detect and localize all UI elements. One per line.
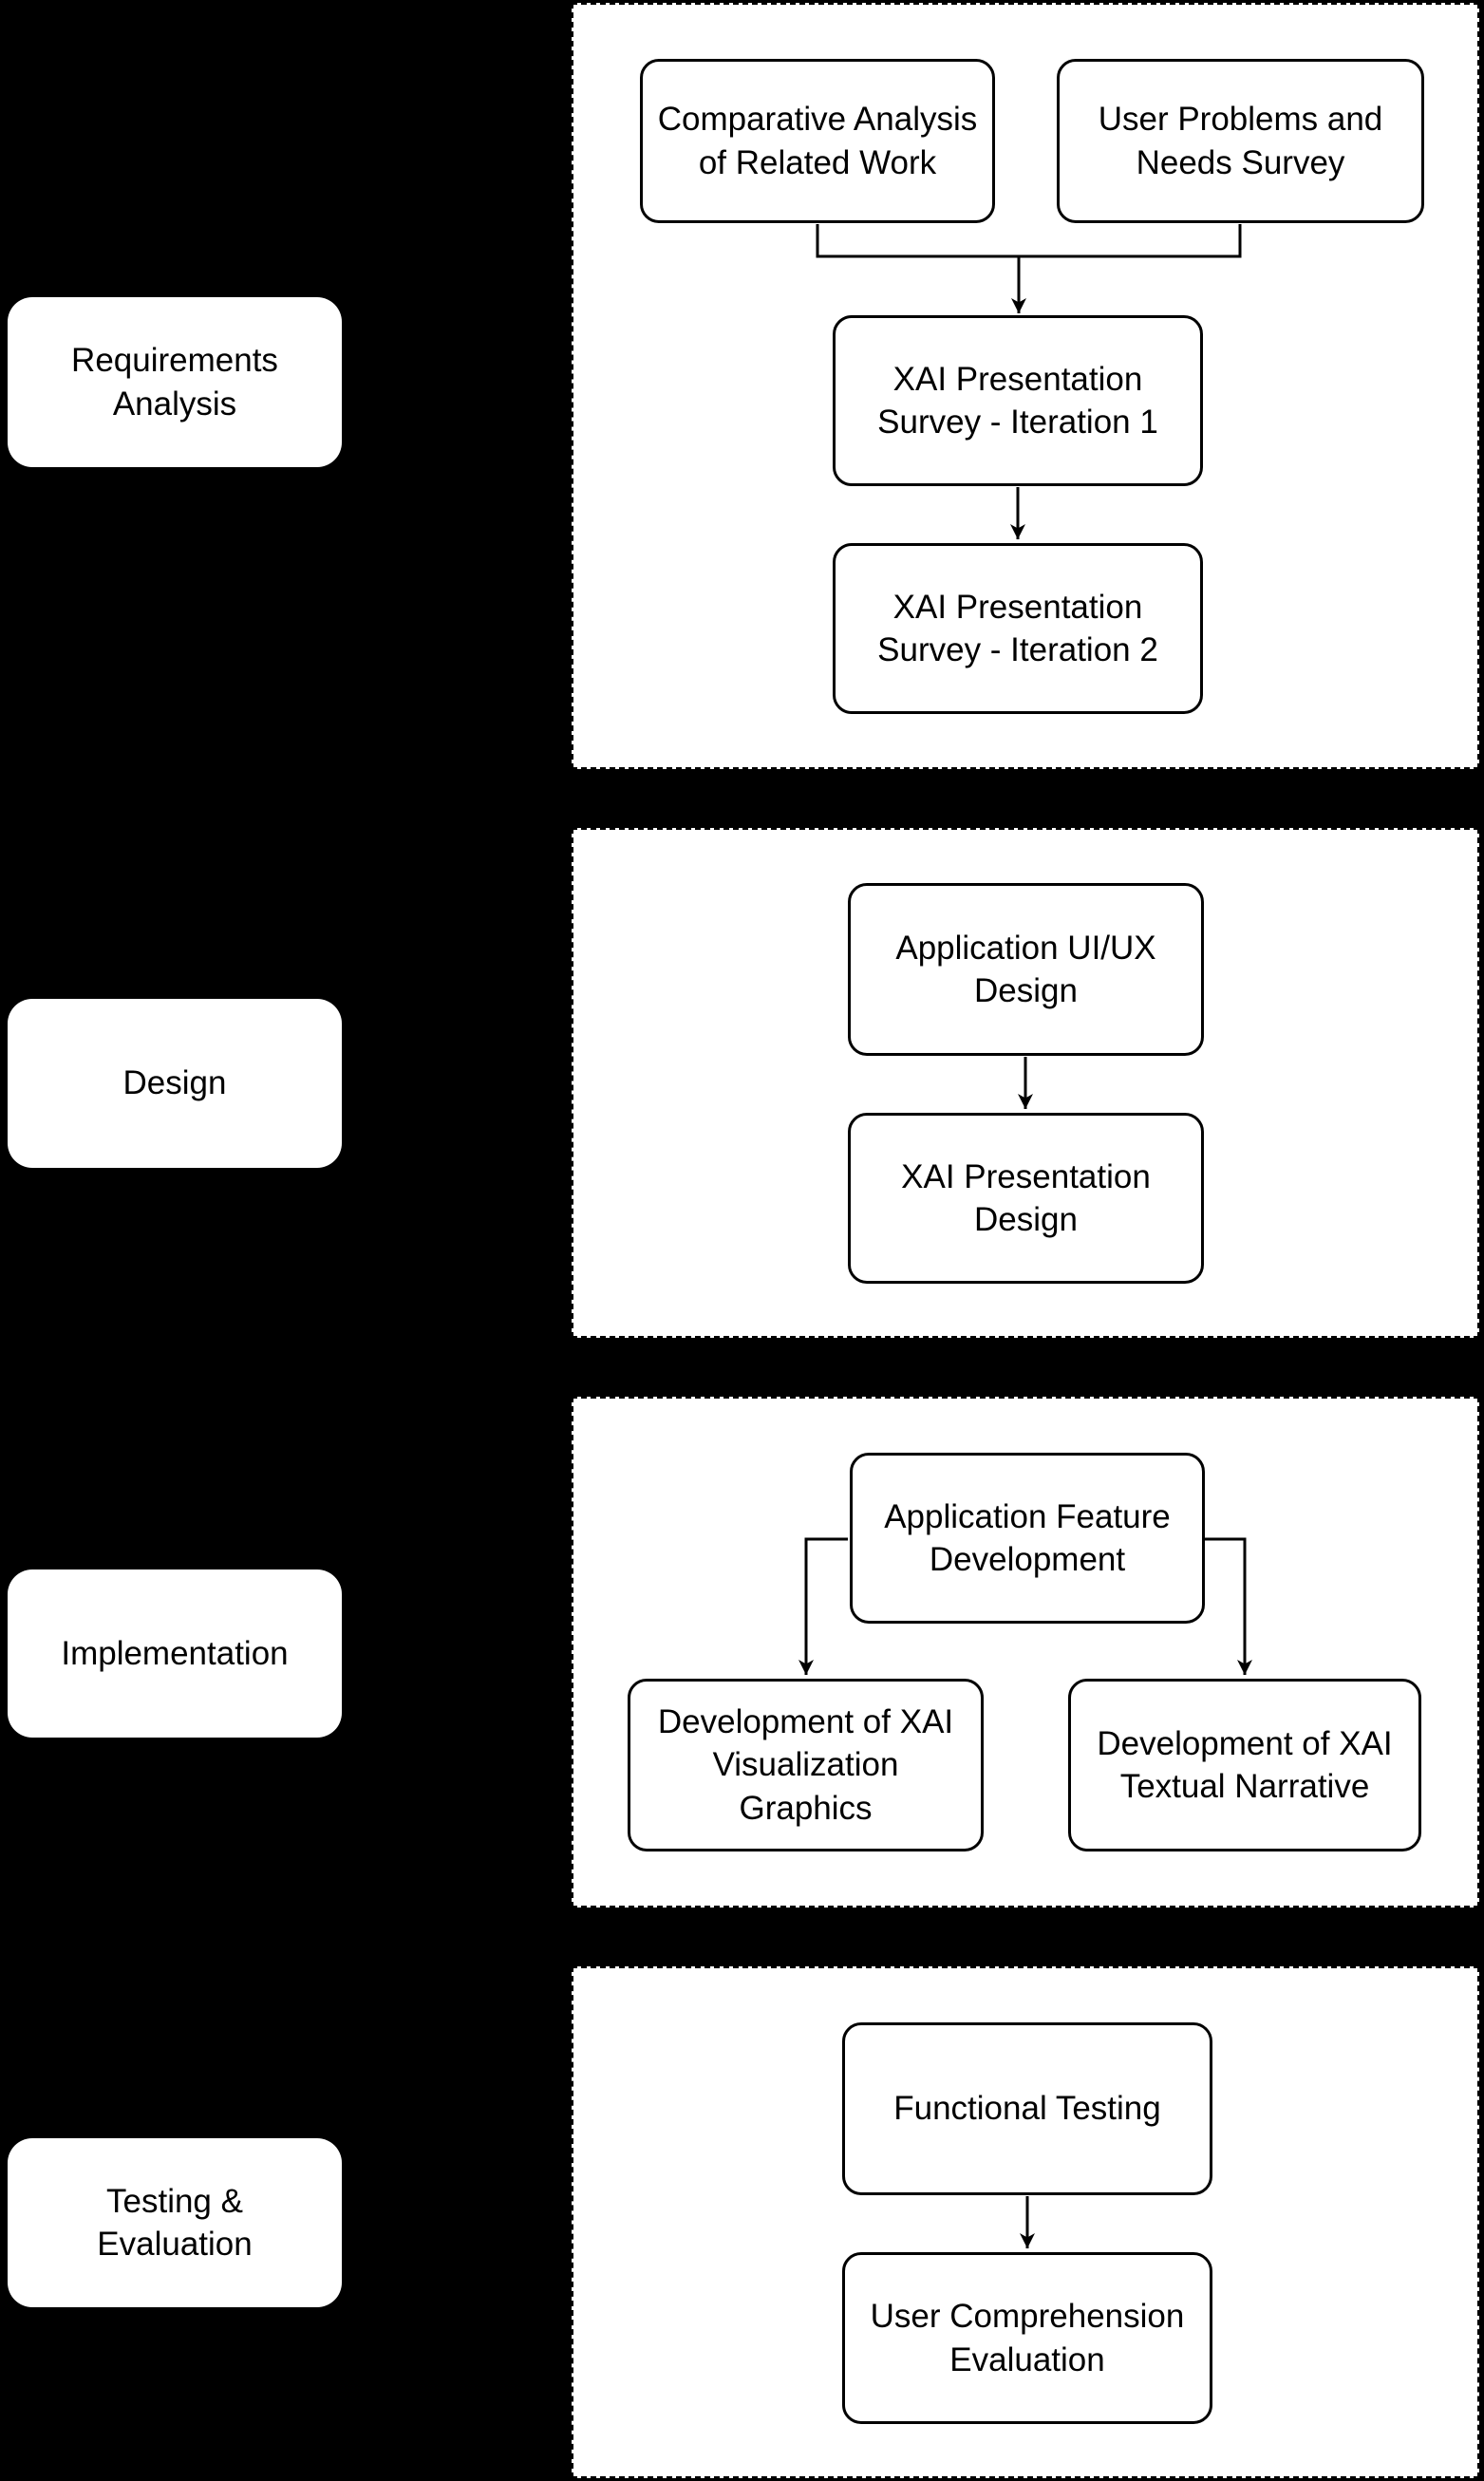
- phase-label-design: Design: [8, 999, 342, 1168]
- node-comparative-analysis: Comparative Analysis of Related Work: [640, 59, 995, 223]
- node-development-xai-visualization: Development of XAI Visualization Graphic…: [628, 1679, 984, 1851]
- node-functional-testing: Functional Testing: [842, 2022, 1212, 2195]
- phase-label-implementation: Implementation: [8, 1569, 342, 1738]
- node-development-xai-textual: Development of XAI Textual Narrative: [1068, 1679, 1421, 1851]
- phase-label-requirements: Requirements Analysis: [8, 297, 342, 467]
- node-application-feature-development: Application Feature Development: [850, 1453, 1205, 1624]
- phase-label-testing: Testing & Evaluation: [8, 2138, 342, 2307]
- node-xai-survey-iteration2: XAI Presentation Survey - Iteration 2: [833, 543, 1203, 714]
- node-user-problems: User Problems and Needs Survey: [1057, 59, 1424, 223]
- node-application-uiux-design: Application UI/UX Design: [848, 883, 1204, 1056]
- node-xai-presentation-design: XAI Presentation Design: [848, 1113, 1204, 1284]
- node-xai-survey-iteration1: XAI Presentation Survey - Iteration 1: [833, 315, 1203, 486]
- node-user-comprehension-evaluation: User Comprehension Evaluation: [842, 2252, 1212, 2424]
